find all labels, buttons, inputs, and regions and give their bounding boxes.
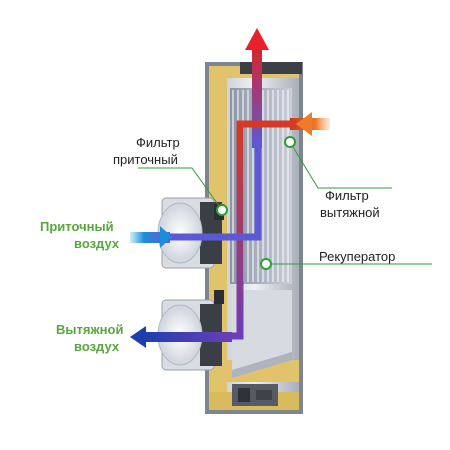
air-flows xyxy=(130,28,330,348)
supply-air-label-line1: Приточный xyxy=(40,219,114,234)
recuperator-fin xyxy=(282,90,284,282)
recuperator-label: Рекуператор xyxy=(319,249,396,264)
lower-chamber xyxy=(232,290,292,406)
exhaust-filter-marker xyxy=(284,136,296,148)
exhaust-filter-leader xyxy=(289,141,392,189)
supply-inlet xyxy=(130,232,170,243)
recuperator-fin xyxy=(267,90,269,282)
recuperator-fin xyxy=(247,90,249,282)
supply-filter-label-line2: приточный xyxy=(113,152,178,167)
supply-path xyxy=(160,140,262,241)
exhaust-outlet xyxy=(142,332,232,342)
exhaust-fan xyxy=(157,290,224,371)
exhaust-arrow xyxy=(130,326,146,348)
hot-air-arrow xyxy=(296,112,312,136)
exhaust-filter-label-line1: Фильтр xyxy=(325,188,369,203)
supply-arrow xyxy=(160,226,172,248)
supply-filter-label-line1: Фильтр xyxy=(136,135,180,150)
outgoing-air-shaft xyxy=(252,48,262,148)
supply-air-label-line2: воздух xyxy=(74,236,120,251)
recuperator-marker xyxy=(260,258,272,270)
recuperator-fin xyxy=(252,90,254,282)
recuperator-fin xyxy=(272,90,274,282)
supply-fan xyxy=(157,197,224,269)
recuperator-fin xyxy=(277,90,279,282)
recuperator-fin xyxy=(232,90,234,282)
recuperator-fin xyxy=(287,90,289,282)
outgoing-air-arrow xyxy=(245,28,269,50)
supply-filter-leader xyxy=(138,167,223,211)
callouts xyxy=(138,136,432,270)
supply-filter-marker xyxy=(216,204,228,216)
recuperator-fin xyxy=(262,90,264,282)
exhaust-air-label-line1: Вытяжной xyxy=(56,322,124,337)
exhaust-air-label-line2: воздух xyxy=(74,339,120,354)
exhaust-filter-label-line2: вытяжной xyxy=(320,205,380,220)
